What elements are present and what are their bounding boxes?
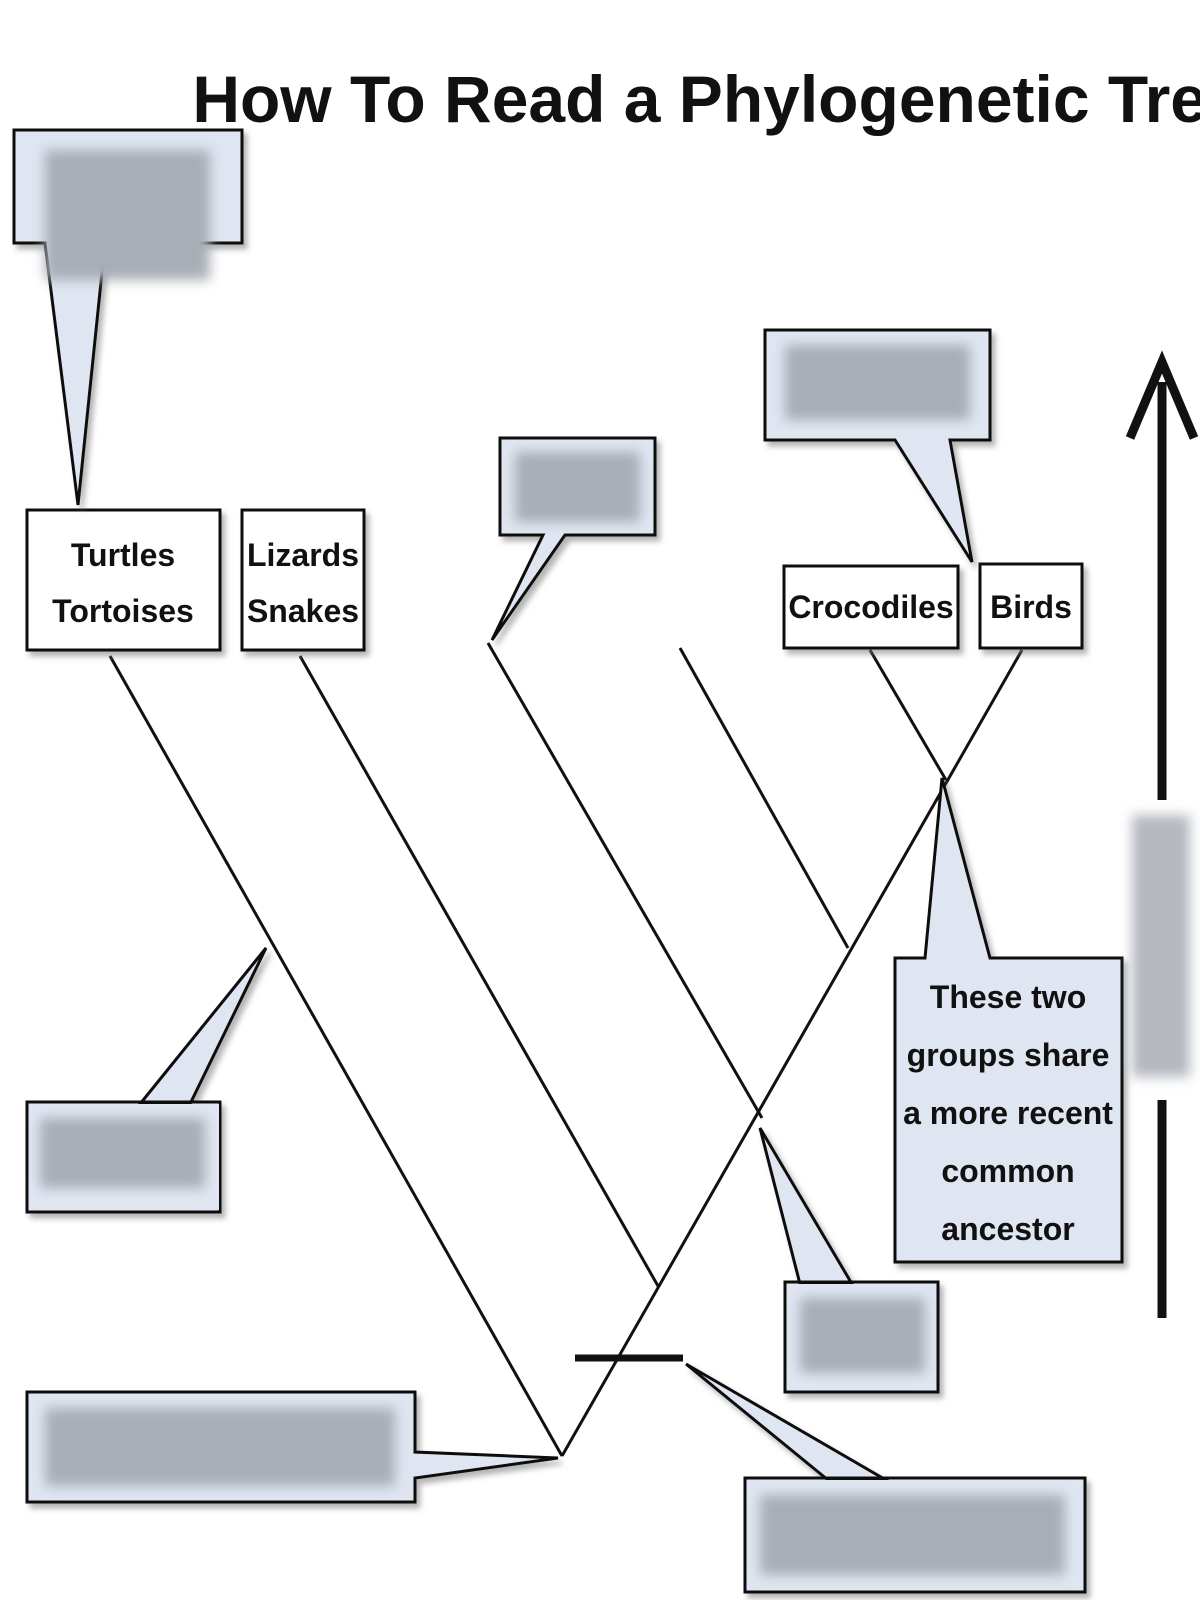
- note-line-3: a more recent: [903, 1095, 1113, 1131]
- callout-root: [25, 1390, 559, 1504]
- callout-upper-right: [763, 328, 992, 563]
- callout-top-left: [12, 128, 244, 506]
- callout-shared-ancestor: These two groups share a more recent com…: [893, 777, 1124, 1264]
- trunk-right: [560, 649, 1024, 1457]
- taxon-label-turtles: Turtles: [71, 537, 175, 573]
- branch-fourth: [678, 647, 850, 949]
- branch-third: [486, 642, 764, 1119]
- taxon-label-crocodiles: Crocodiles: [788, 589, 953, 625]
- blurred-label: [1132, 815, 1190, 1077]
- taxon-label-lizards: Lizards: [247, 537, 359, 573]
- blurred-label: [45, 150, 210, 280]
- blurred-label: [515, 452, 640, 522]
- blurred-label: [40, 1118, 205, 1188]
- taxon-box-crocodiles: Crocodiles: [782, 564, 960, 650]
- callout-upper-middle: [490, 436, 657, 641]
- note-line-4: common: [941, 1153, 1074, 1189]
- taxon-label-snakes: Snakes: [247, 593, 359, 629]
- branch-turtles: [108, 655, 564, 1457]
- callout-left-node: [25, 947, 268, 1214]
- taxon-label-birds: Birds: [990, 589, 1072, 625]
- taxon-label-tortoises: Tortoises: [52, 593, 194, 629]
- note-line-2: groups share: [907, 1037, 1110, 1073]
- blurred-label: [45, 1408, 395, 1486]
- taxon-box-turtles: Turtles Tortoises: [25, 508, 222, 652]
- tree-branches: [108, 642, 1024, 1457]
- callout-trait-bar: [685, 1362, 1087, 1594]
- branch-lizards: [298, 655, 660, 1287]
- blurred-label: [800, 1298, 925, 1373]
- note-line-5: ancestor: [941, 1211, 1074, 1247]
- note-line-1: These two: [930, 979, 1086, 1015]
- arrow-up-icon: [1125, 350, 1199, 440]
- blurred-label: [785, 345, 970, 420]
- callout-lower-middle: [758, 1127, 940, 1394]
- taxon-box-lizards: Lizards Snakes: [240, 508, 366, 652]
- blurred-label: [760, 1495, 1065, 1575]
- taxon-box-birds: Birds: [978, 562, 1084, 650]
- time-arrow: [1125, 350, 1199, 1318]
- branch-crocodiles: [868, 649, 948, 781]
- page-title: How To Read a Phylogenetic Tree: [192, 62, 1200, 136]
